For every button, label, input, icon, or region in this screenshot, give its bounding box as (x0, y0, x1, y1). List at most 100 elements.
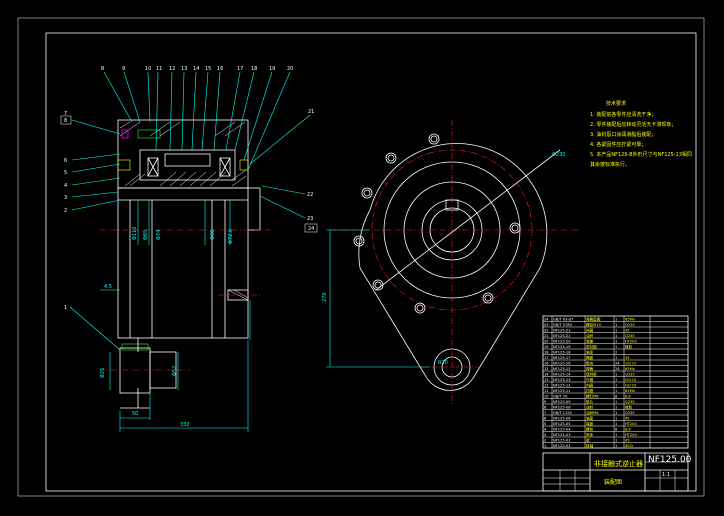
parts-list-cell: 23 (544, 323, 549, 327)
parts-list-cell: 挡圈 (586, 388, 594, 393)
parts-list-cell: 1 (615, 334, 617, 338)
parts-list-cell: 1 (615, 328, 617, 332)
parts-list-cell: 端盖 (586, 421, 594, 426)
parts-list-cell: NF125-08 (553, 405, 571, 409)
parts-list-cell: 隔套 (586, 355, 594, 360)
parts-list-cell: 1 (615, 433, 617, 437)
leader-lines (69, 71, 311, 351)
parts-list-cell: 19 (544, 345, 549, 349)
balloon-left-4: 4 (64, 183, 67, 189)
parts-list-cell: 1 (615, 438, 617, 442)
notes-line-0: 1. 装配前各零件应清洗干净； (590, 111, 656, 118)
parts-list-cell: NF125-13 (553, 378, 571, 382)
parts-list-cell: NF125-18 (553, 350, 571, 354)
balloon-right-3: 24 (308, 226, 314, 232)
parts-list-cell: 垫片 (586, 399, 594, 404)
balloon-left-2: 6 (64, 158, 67, 164)
front-view (326, 120, 580, 405)
notes-line-1: 2. 零件装配后应转动灵活无卡滞现象； (590, 121, 676, 128)
parts-list-cell: 壳体 (586, 432, 594, 437)
balloon-top-10: 18 (251, 66, 257, 72)
parts-list-cell: 7 (544, 411, 546, 415)
scale: 1:1 (662, 472, 670, 478)
parts-list-cell: 1 (615, 378, 617, 382)
parts-list-cell: Q235 (625, 323, 635, 327)
parts-list-cell: HT200 (625, 422, 637, 426)
parts-list-cell: 橡胶 (625, 344, 633, 349)
parts-list-cell: 17 (544, 356, 549, 360)
parts-list-cell: 油杯M6 (586, 410, 599, 415)
parts-list-cell: 挡圈 (586, 327, 594, 332)
balloon-right-2: 23 (307, 216, 313, 222)
dim-hole-dia: R30 (438, 360, 448, 366)
parts-list-cell: 45 (625, 328, 630, 332)
parts-list-cell: 弹簧 (586, 366, 594, 371)
parts-list-cell: 45 (625, 438, 630, 442)
notes-line-4: 5. 本产品NF125-B外形尺寸与NF125-13相同 (590, 151, 692, 158)
dim-vert-3: Φ74 (156, 230, 162, 240)
parts-list-cell: 65Mn (625, 317, 635, 321)
balloon-top-5: 13 (181, 66, 187, 72)
balloon-top-7: 15 (205, 66, 211, 72)
notes-line-2: 3. 油封唇口涂润滑脂后装配； (590, 131, 656, 138)
parts-list-cell: 65Mn (625, 367, 635, 371)
parts-list-cell: 16 (544, 361, 549, 365)
parts-list-cell: 转轴 (586, 443, 594, 448)
balloon-left-1: 8 (64, 118, 67, 124)
parts-list-cell: 1 (615, 383, 617, 387)
parts-list-cell: GCr15 (625, 383, 636, 387)
parts-list-cell: 1 (615, 422, 617, 426)
sheet-name: 装配图 (604, 478, 622, 486)
parts-list-cell: 轴套 (586, 415, 594, 420)
parts-list-cell: 12 (544, 383, 549, 387)
parts-list-cell: 保持架 (586, 371, 597, 376)
notes-title: 技术要求 (606, 100, 626, 107)
parts-list-cell: 8.8 (625, 394, 631, 398)
balloon-top-8: 16 (217, 66, 223, 72)
parts-list-cell: NF125-15 (553, 367, 571, 371)
drawing-number: NF125.00 (648, 455, 692, 465)
dim-width-total: 332 (180, 422, 190, 428)
parts-list-cell: 1 (615, 411, 617, 415)
bolt-holes (353, 133, 521, 314)
technical-notes: 技术要求 1. 装配前各零件应清洗干净； 2. 零件装配后应转动灵活无卡滞现象；… (590, 100, 692, 168)
dim-shaft-dia-b: Φ52 (172, 366, 178, 376)
parts-list-cell: 21 (544, 334, 549, 338)
dim-small-dia: 4.5 (104, 284, 112, 290)
dim-shaft-dia-a: Φ25 (100, 368, 106, 378)
parts-list-cell: NF125-12 (553, 383, 571, 387)
parts-list-cell: Q235 (625, 411, 635, 415)
dim-vert-5: Φ72.6 (228, 229, 234, 244)
parts-list-cell: 螺栓 (586, 426, 594, 431)
parts-list-cell: 22 (544, 328, 549, 332)
parts-list-cell: 20 (544, 339, 549, 343)
housing-body (117, 187, 249, 339)
parts-list-cell: NF125-04 (553, 427, 571, 431)
parts-list-cell: NF125-02 (553, 438, 571, 442)
parts-list-cell: 1 (615, 372, 617, 376)
balloon-left-7: 1 (64, 305, 67, 311)
dim-vert-2: Φ85 (143, 230, 149, 240)
parts-list-cell: NF125-16 (553, 361, 571, 365)
parts-list-cell: 轴承 (586, 349, 594, 354)
dim-bolt-circle: Φ230 (552, 152, 565, 158)
parts-list-cell: GB/T 5783 (553, 323, 572, 327)
parts-list-cell: NF125-01 (553, 444, 571, 448)
parts-list-cell: NF125-11 (553, 389, 571, 393)
parts-list-cell: 螺栓M10 (586, 322, 602, 327)
parts-list-cell: Q235 (625, 334, 635, 338)
parts-list-cell: HT200 (625, 339, 637, 343)
balloon-top-4: 12 (169, 66, 175, 72)
parts-list-cell: GCr15 (625, 378, 636, 382)
notes-line-3: 4. 各紧固件应拧紧可靠； (590, 141, 646, 148)
parts-list-cell: GB/T 70 (553, 394, 568, 398)
parts-list-cell: 9 (544, 400, 547, 404)
parts-list-cell: GB/T 93-87 (553, 317, 573, 321)
parts-list-cell: 密封圈 (586, 344, 597, 349)
parts-list-cell: NF125-09 (553, 400, 571, 404)
balloon-top-11: 19 (269, 66, 275, 72)
parts-list-cell: 1 (544, 444, 546, 448)
parts-list-cell: 24 (615, 361, 620, 365)
parts-list-cell: Q235 (625, 400, 635, 404)
